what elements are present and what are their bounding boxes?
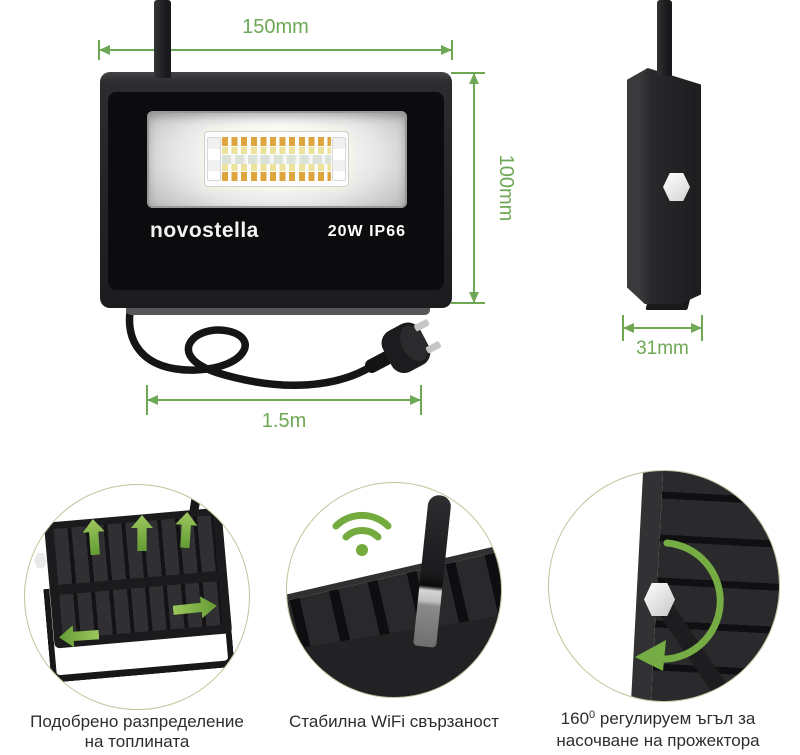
caption-line: Стабилна WiFi свързаност bbox=[289, 712, 499, 731]
caption-line: насочване на прожектора bbox=[556, 731, 760, 750]
caption-line-rest: регулируем ъгъл за bbox=[595, 709, 756, 728]
degree-superscript: 0 bbox=[589, 709, 596, 721]
cable-length-arrow bbox=[147, 395, 421, 405]
cable-cord bbox=[125, 300, 376, 389]
pivot-bolt bbox=[34, 553, 47, 568]
depth-tick-left bbox=[622, 315, 624, 341]
caption-line: на топлината bbox=[84, 732, 190, 751]
led-row-rgb bbox=[222, 154, 331, 164]
height-dimension-label: 100mm bbox=[495, 154, 517, 222]
floodlight-face: novostella 20W IP66 bbox=[108, 92, 444, 290]
floodlight-front-view: novostella 20W IP66 bbox=[100, 72, 452, 308]
brand-logo-text: novostella bbox=[150, 219, 259, 242]
led-row-amber bbox=[222, 172, 331, 181]
feature-circle-wifi bbox=[286, 482, 502, 698]
led-endcap-left bbox=[207, 137, 221, 181]
side-hex-knob bbox=[663, 173, 690, 201]
feature-circle-heat-dissipation bbox=[24, 484, 250, 710]
led-row-warm-white bbox=[222, 146, 331, 154]
width-dimension-arrow bbox=[99, 45, 452, 55]
height-tick-bottom bbox=[451, 302, 485, 304]
wifi-icon bbox=[332, 511, 392, 556]
depth-dimension-arrow bbox=[623, 323, 702, 333]
power-cable bbox=[125, 300, 442, 389]
angle-value: 160 bbox=[560, 709, 590, 728]
power-plug bbox=[365, 319, 442, 374]
led-endcap-right bbox=[332, 137, 346, 181]
caption-angle: 1600 регулируем ъгъл за насочване на про… bbox=[514, 709, 800, 751]
feature-circle-angle bbox=[548, 470, 780, 702]
wifi-antenna-front bbox=[154, 0, 171, 78]
wifi-antenna-side bbox=[657, 0, 672, 76]
plug-pin bbox=[414, 319, 430, 332]
height-tick-top bbox=[451, 72, 485, 74]
led-row-amber bbox=[222, 137, 331, 146]
plug-pin bbox=[425, 341, 442, 354]
reflector bbox=[147, 111, 407, 208]
caption-line: Подобрено разпределение bbox=[30, 712, 244, 731]
cable-length-label: 1.5m bbox=[261, 410, 307, 432]
cable-tick-right bbox=[420, 385, 422, 415]
led-array bbox=[204, 131, 349, 187]
width-dimension-label: 150mm bbox=[242, 16, 309, 38]
wattage-ip-rating: 20W IP66 bbox=[327, 223, 406, 240]
depth-tick-right bbox=[701, 315, 703, 341]
adjustment-hex-bolt bbox=[644, 583, 675, 616]
led-row-warm-white bbox=[222, 164, 331, 172]
led-rows bbox=[222, 137, 331, 181]
height-dimension-arrow bbox=[469, 73, 479, 303]
caption-wifi: Стабилна WiFi свързаност bbox=[254, 712, 534, 732]
cable-tick-left bbox=[146, 385, 148, 415]
width-tick-left bbox=[98, 40, 100, 60]
caption-line: 1600 регулируем ъгъл за bbox=[514, 709, 800, 731]
caption-heat-dissipation: Подобрено разпределение на топлината bbox=[0, 712, 274, 752]
depth-dimension-label: 31mm bbox=[636, 338, 689, 359]
rotation-arrow-icon bbox=[635, 539, 724, 671]
width-tick-right bbox=[451, 40, 453, 60]
